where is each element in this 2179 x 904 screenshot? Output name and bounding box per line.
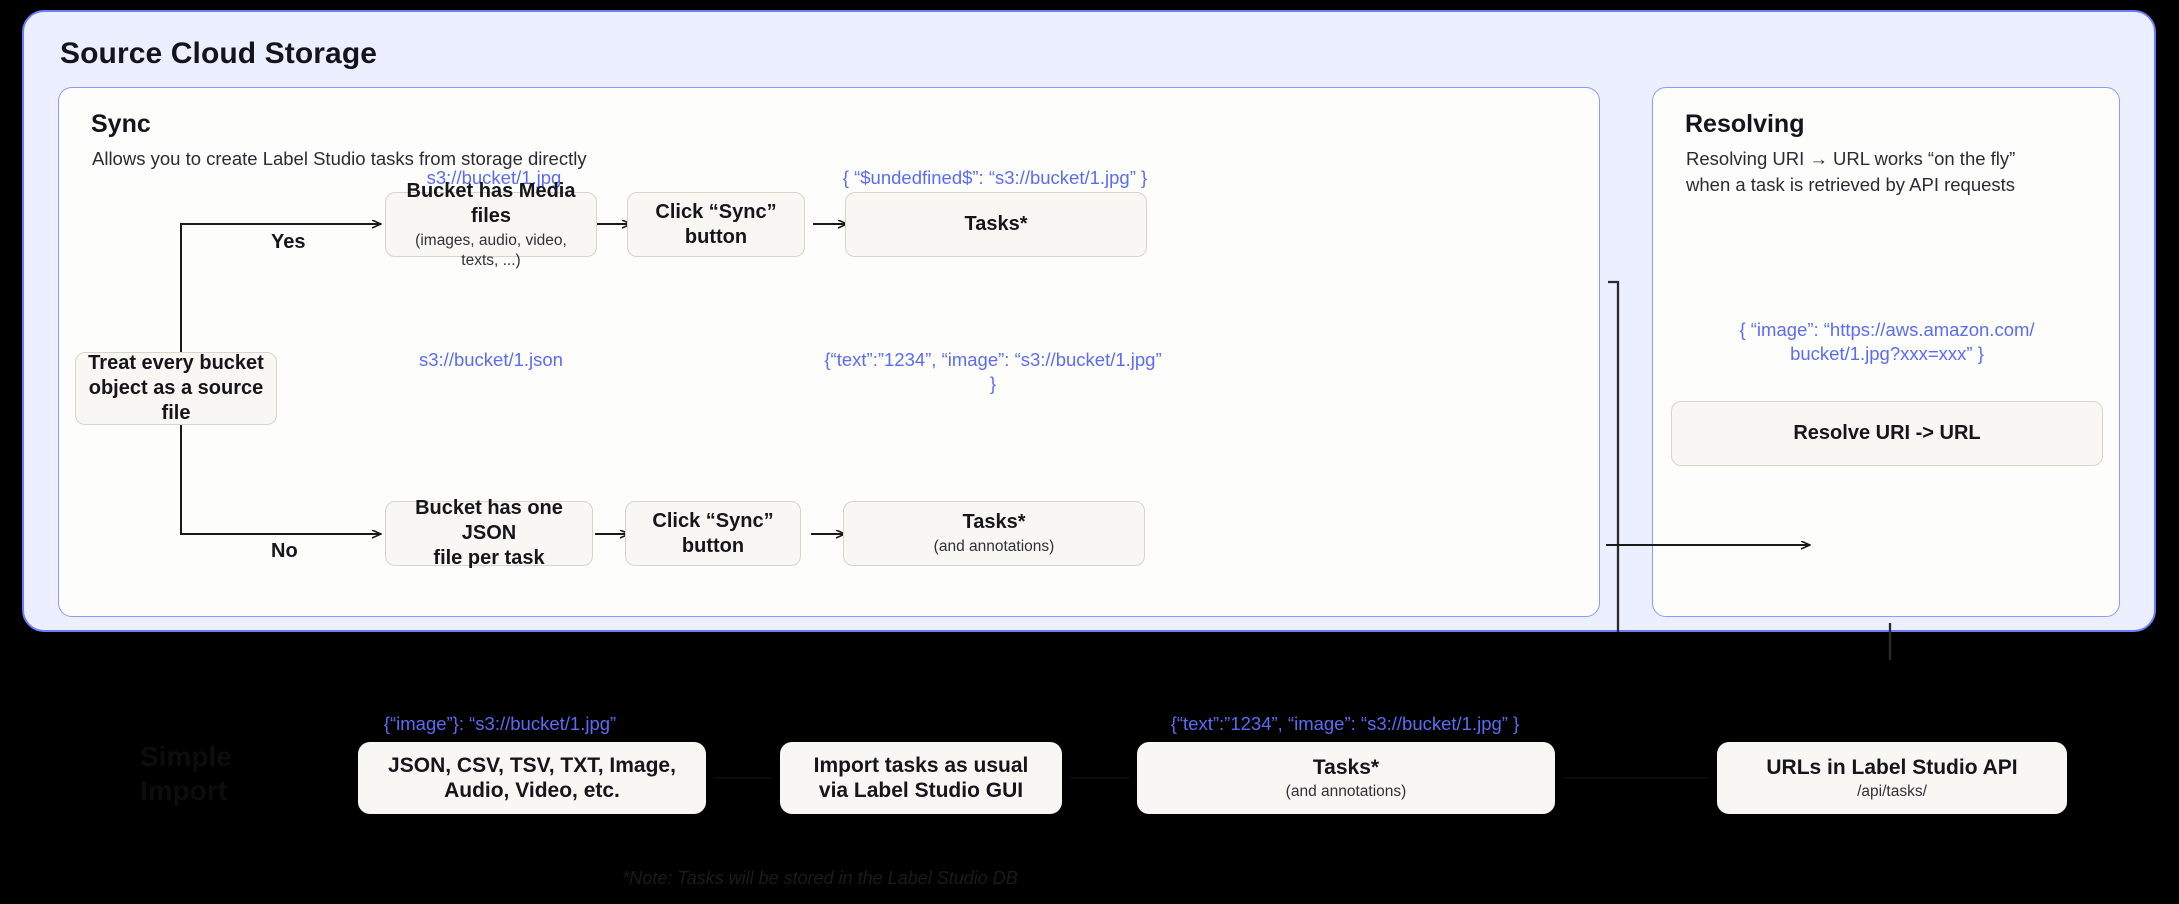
page-title: Source Cloud Storage — [60, 37, 378, 70]
node-bucket-media-subtitle: (images, audio, video, texts, ...) — [415, 231, 567, 269]
node-tasks-json-sublabel: (and annotations) — [933, 538, 1055, 555]
footer-note: *Note: Tasks will be stored in the Label… — [622, 868, 1018, 888]
node-tasks-media-label: Tasks* — [964, 213, 1028, 235]
node-tasks-json: Tasks* (and annotations) — [843, 501, 1145, 566]
branch-label-no: No — [271, 540, 298, 562]
annotation-media-uri: s3://bucket/1.jpg — [426, 167, 562, 188]
sync-card-subtitle: Allows you to create Label Studio tasks … — [92, 148, 587, 169]
node-tasks-import-sublabel: (and annotations) — [1285, 782, 1407, 800]
node-tasks-media: Tasks* — [845, 192, 1147, 257]
resolving-card-subtitle: Resolving URI → URL works “on the fly” w… — [1686, 148, 2016, 195]
node-click-sync-button-json: Click “Sync” button — [625, 501, 801, 566]
node-tasks-import: Tasks* (and annotations) — [1137, 742, 1555, 814]
node-tasks-import-label: Tasks* — [1312, 755, 1380, 779]
annotation-import-image-uri: {“image”}: “s3://bucket/1.jpg” — [383, 713, 617, 734]
node-click-sync-json-label: Click “Sync” button — [652, 509, 774, 557]
node-bucket-has-one-json: Bucket has one JSON file per task — [385, 497, 593, 569]
node-treat-bucket-object: Treat every bucket object as a source fi… — [75, 352, 277, 425]
node-click-sync-button-media: Click “Sync” button — [627, 192, 805, 257]
node-treat-bucket-object-label: Treat every bucket object as a source fi… — [88, 352, 264, 424]
node-bucket-has-media-files: Bucket has Media files (images, audio, v… — [385, 180, 597, 269]
annotation-json-uri: s3://bucket/1.json — [419, 349, 563, 370]
node-bucket-json-title: Bucket has one JSON file per task — [415, 497, 563, 569]
node-api-urls-label: URLs in Label Studio API — [1766, 755, 2018, 779]
node-click-sync-media-label: Click “Sync” button — [655, 200, 777, 248]
resolving-card: Resolving Resolving URI → URL works “on … — [1652, 87, 2120, 617]
node-resolve-uri-label: Resolve URI -> URL — [1793, 422, 1981, 444]
node-supported-formats: JSON, CSV, TSV, TXT, Image, Audio, Video… — [358, 742, 706, 814]
annotation-import-tasks-json: {“text”:”1234”, “image”: “s3://bucket/1.… — [1170, 713, 1520, 734]
node-urls-in-label-studio-api: URLs in Label Studio API /api/tasks/ — [1717, 742, 2067, 814]
node-resolve-uri-to-url: Resolve URI -> URL — [1671, 401, 2103, 466]
node-api-urls-sublabel: /api/tasks/ — [1857, 782, 1927, 800]
node-supported-formats-label: JSON, CSV, TSV, TXT, Image, Audio, Video… — [388, 754, 676, 802]
annotation-json-tasks-json: {“text”:”1234”, “image”: “s3://bucket/1.… — [824, 349, 1162, 394]
branch-label-yes: Yes — [271, 231, 306, 253]
source-cloud-storage-panel: Source Cloud Storage Sync Allows you to … — [22, 10, 2156, 632]
sync-card-title: Sync — [91, 110, 151, 138]
node-import-tasks-gui-label: Import tasks as usual via Label Studio G… — [813, 754, 1029, 802]
resolving-card-title: Resolving — [1685, 110, 1805, 138]
node-import-tasks-gui: Import tasks as usual via Label Studio G… — [780, 742, 1062, 814]
simple-import-section-label: Simple Import — [140, 741, 232, 806]
annotation-media-tasks-json: { “$undedfined$”: “s3://bucket/1.jpg” } — [842, 167, 1148, 188]
node-bucket-media-title: Bucket has Media files — [406, 179, 576, 227]
node-tasks-json-label: Tasks* — [962, 511, 1026, 533]
annotation-resolved-url: { “image”: “https://aws.amazon.com/ buck… — [1739, 319, 2035, 364]
sync-card: Sync Allows you to create Label Studio t… — [58, 87, 1600, 617]
